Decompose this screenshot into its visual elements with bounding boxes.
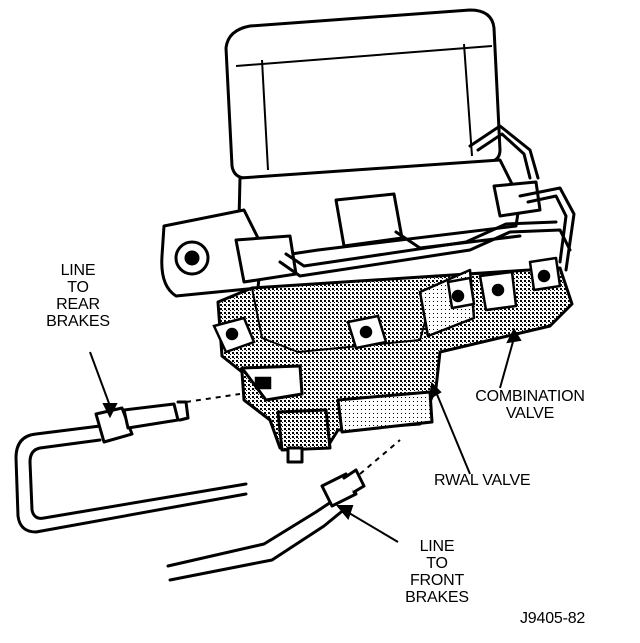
rwal-valve-label: RWAL VALVE [434, 472, 564, 489]
figure-id-text: J9405-82 [520, 610, 586, 627]
combination-label-line-1: COMBINATION [475, 388, 585, 405]
combination-valve-label: COMBINATION VALVE [460, 388, 600, 422]
rear-label-line-2: TO [67, 279, 89, 296]
front-label-line-2: TO [426, 555, 448, 572]
rear-label-line-4: BRAKES [46, 313, 110, 330]
rear-brake-line [14, 400, 248, 534]
rwal-label-text: RWAL VALVE [434, 472, 531, 489]
front-brake-line [166, 468, 366, 582]
combination-valve-fittings [418, 256, 562, 338]
master-cylinder-reservoir [224, 8, 502, 180]
front-label-line-3: FRONT [409, 572, 465, 589]
leader-lines [89, 327, 522, 543]
front-label-line-1: LINE [419, 538, 455, 555]
rwal-valve-body [216, 266, 574, 464]
front-label-line-4: BRAKES [405, 589, 469, 606]
rear-brake-line-label: LINE TO REAR BRAKES [38, 262, 118, 330]
combination-label-line-2: VALVE [505, 405, 555, 422]
rear-label-line-1: LINE [60, 262, 96, 279]
front-brake-line-label: LINE TO FRONT BRAKES [392, 538, 482, 606]
master-cylinder-body [160, 158, 542, 298]
rear-label-line-3: REAR [56, 296, 100, 313]
brake-lines [278, 124, 576, 278]
figure-id: J9405-82 [520, 610, 630, 627]
mounting-bolts [212, 314, 388, 390]
